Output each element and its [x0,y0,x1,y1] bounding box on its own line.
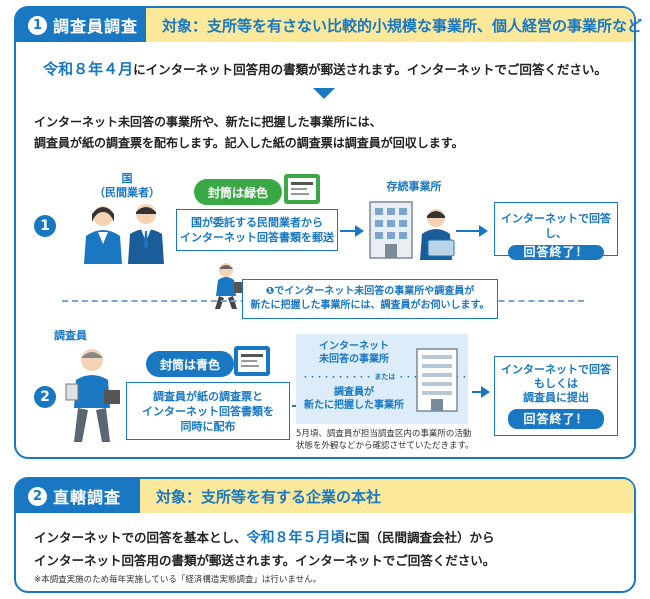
section-title-badge: 1 調査員調査 [16,8,146,42]
target-line-4: 新たに把握した事業所 [304,400,404,411]
direct-line-1-post: に国（民間調査会社）から [344,530,495,545]
intro-text: にインターネット回答用の書類が郵送されます。インターネットでご回答ください。 [133,62,607,77]
section-target: 対象：支所等を有さない比較的小規模な事業所、個人経営の事業所など [146,8,642,42]
investigator-label: 調査員 [54,329,87,342]
office-building-icon [369,201,455,260]
distribution-line-1: 調査員が紙の調査票と [153,389,263,403]
flow-1-mailing-box: 国が委託する民間業者から インターネット回答書類を郵送 [176,209,338,251]
envelope-blue-icon [234,346,270,376]
description: インターネット未回答の事業所や、新たに把握した事業所には、 調査員が紙の調査票を… [34,112,464,154]
civil-servants-icon [84,204,164,264]
mailing-box-line-1: 国が委託する民間業者から [191,216,323,229]
down-arrow-icon [313,88,335,99]
flow-2-result-line-3: 調査員に提出 [523,391,589,404]
flow-1-complete-pill: 回答終了！ [508,245,604,260]
note-line-2: 状態を外観などから確認させていただきます。 [296,441,474,451]
investigator-walking-icon [215,263,243,309]
flow-2-complete-pill: 回答終了！ [508,409,604,429]
flow-2-note: 5月頃、調査員が担当調査区内の事業所の活動 状態を外観などから確認させていただき… [296,428,474,452]
section-number: 1 [28,15,47,35]
direct-line-1-pre: インターネットでの回答を基本とし、 [34,530,247,545]
flow-2-target-box: インターネット 未回答の事業所 ・・・・・・・・・・ または ・・・・・・・・・… [296,334,468,424]
flow-1-arrow-1 [340,225,364,237]
target-unanswered: インターネット 未回答の事業所 [302,340,406,366]
section-title-badge-2: 2 直轄調査 [16,479,140,513]
direct-date: 令和８年５月頃 [246,530,345,546]
flow-2-result-line-1: インターネットで回答 [501,363,611,376]
callout-line-1: ❶でインターネット未回答の事業所や調査員が [265,286,475,297]
envelope-green-icon [284,174,320,204]
section-header-2: 2 直轄調査 対象：支所等を有する企業の本社 [16,479,634,513]
envelope-green-tag: 封筒は緑色 [194,179,282,205]
flow-1-number: 1 [34,215,56,237]
flow-2-distribution-box: 調査員が紙の調査票と インターネット回答書類を 同時に配布 [126,382,290,440]
description-line-1: インターネット未回答の事業所や、新たに把握した事業所には、 [34,115,382,129]
section-number-2: 2 [28,486,47,506]
description-line-2: 調査員が紙の調査票を配布します。記入した紙の調査票は調査員が回収します。 [34,136,464,150]
section-title: 調査員調査 [53,17,139,36]
actor-line-2: （民間業者） [94,186,160,199]
intro-line: 令和８年４月にインターネット回答用の書類が郵送されます。インターネットでご回答く… [16,58,634,79]
direct-line-2: インターネット回答用の書類が郵送されます。インターネットでご回答ください。 [34,553,496,568]
section-title-2: 直轄調査 [53,488,122,507]
flow-2-result-box: インターネットで回答 もしくは 調査員に提出 回答終了！ [494,356,618,436]
flow-1-result-text: インターネットで回答し、 [501,212,611,240]
direct-line-1: インターネットでの回答を基本とし、令和８年５月頃に国（民間調査会社）から [34,527,495,547]
investigator-icon [65,349,120,442]
target-line-3: 調査員が [334,387,374,398]
target-line-1: インターネット [319,341,389,352]
visit-callout: ❶でインターネット未回答の事業所や調査員が 新たに把握した事業所には、調査員がお… [242,279,498,319]
distribution-line-2: インターネット回答書類を [142,404,274,418]
office-building-icon-2 [416,348,458,412]
note-line-1: 5月頃、調査員が担当調査区内の事業所の活動 [296,429,472,439]
actor-country-label: 国 （民間業者） [82,172,172,200]
envelope-blue-tag: 封筒は青色 [146,351,234,377]
section-header: 1 調査員調査 対象：支所等を有さない比較的小規模な事業所、個人経営の事業所など [16,8,642,42]
flow-1-result-box: インターネットで回答し、 回答終了！ [494,202,618,260]
intro-date: 令和８年４月 [43,60,134,78]
callout-line-2: 新たに把握した事業所には、調査員がお伺いします。 [250,300,490,311]
target-or: ・・・・・・・・・・ または ・・・・・・・・・・ [302,373,468,381]
distribution-line-3: 同時に配布 [180,419,236,433]
flow-1-arrow-2 [456,225,488,237]
target-line-2: 未回答の事業所 [319,354,389,365]
mailing-box-line-2: インターネット回答書類を郵送 [180,231,334,244]
section-target-2: 対象：支所等を有する企業の本社 [140,479,634,513]
existing-office-label: 存続事業所 [386,180,442,193]
actor-line-1: 国 [121,172,133,185]
direct-note: ※本調査実施のため毎年実施している「経済構造実態調査」は行いません。 [34,575,322,585]
survey-panel-direct: 2 直轄調査 対象：支所等を有する企業の本社 インターネットでの回答を基本とし、… [14,477,636,593]
survey-panel-investigator: 1 調査員調査 対象：支所等を有さない比較的小規模な事業所、個人経営の事業所など… [14,6,642,459]
target-new: 調査員が 新たに把握した事業所 [302,386,406,412]
flow-2-arrow-2 [472,386,490,398]
flow-2-number: 2 [34,386,56,408]
flow-2-result-line-2: もしくは [534,377,578,390]
